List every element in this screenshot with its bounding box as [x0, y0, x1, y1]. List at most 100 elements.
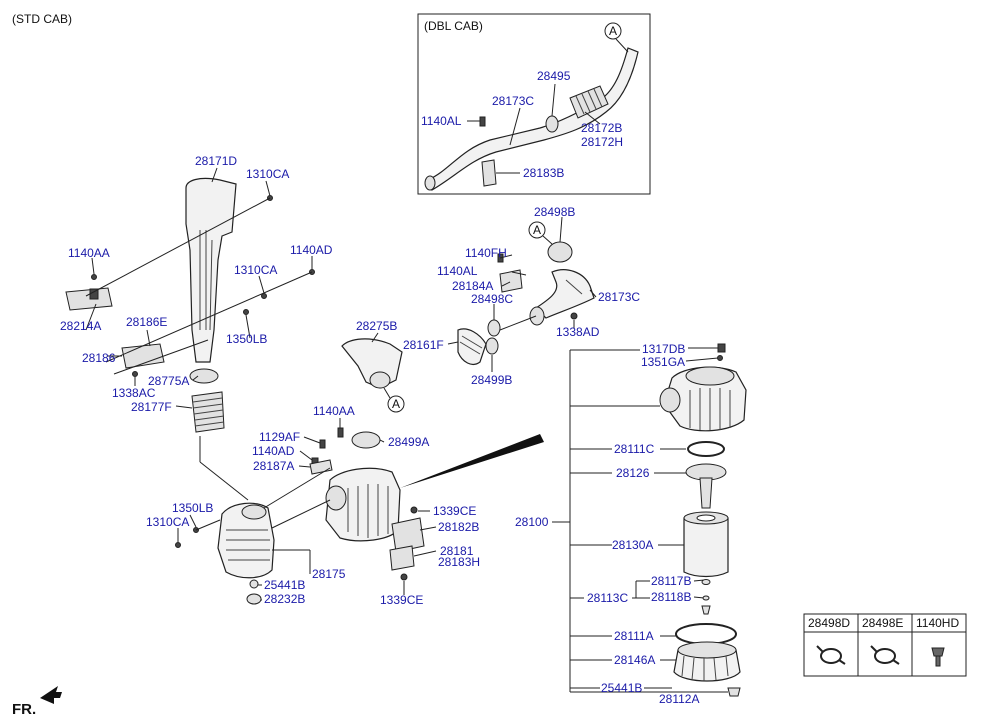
label-1351ga[interactable]: 1351GA	[641, 355, 685, 369]
label-28130a[interactable]: 28130A	[612, 538, 653, 552]
dbl-bracket	[481, 159, 497, 187]
label-28182b[interactable]: 28182B	[438, 520, 479, 534]
label-28172h[interactable]: 28172H	[581, 135, 623, 149]
bolt-1338ad	[570, 312, 578, 320]
ref-a-text-duct: A	[392, 397, 400, 411]
label-28187a[interactable]: 28187A	[253, 459, 294, 473]
label-28112a[interactable]: 28112A	[659, 692, 699, 706]
label-28177f[interactable]: 28177F	[131, 400, 172, 414]
label-1317db[interactable]: 1317DB	[642, 342, 685, 356]
dbl-cab-inset: (DBL CAB) A	[417, 13, 651, 195]
label-28499b[interactable]: 28499B	[471, 373, 512, 387]
hose-clamp-icon	[816, 645, 846, 665]
label-28186[interactable]: 28186	[82, 351, 116, 365]
clamp-28499b	[485, 337, 499, 355]
label-28232b[interactable]: 28232B	[264, 592, 305, 606]
label-1140ad-b[interactable]: 1140AD	[252, 444, 295, 458]
label-1310ca-c[interactable]: 1310CA	[146, 515, 189, 529]
label-28498c[interactable]: 28498C	[471, 292, 513, 306]
legend-header-28498d: 28498D	[808, 616, 850, 630]
gasket-28111c	[687, 441, 725, 457]
bolt-1338ac	[132, 371, 138, 377]
bracket-28181	[389, 545, 415, 571]
hose-28173c	[535, 269, 595, 319]
bolt-1140aa	[91, 274, 97, 280]
drain-valve-28112a	[727, 687, 741, 697]
label-28184a[interactable]: 28184A	[452, 279, 493, 293]
ref-a-text-center: A	[533, 223, 541, 237]
label-25441b-a[interactable]: 25441B	[264, 578, 305, 592]
label-28183b[interactable]: 28183B	[523, 166, 564, 180]
label-1140aa-b[interactable]: 1140AA	[313, 404, 355, 418]
bolt-icon	[931, 647, 945, 667]
air-cleaner-assembly: A	[175, 332, 437, 605]
label-28146a[interactable]: 28146A	[614, 653, 655, 667]
label-28498b[interactable]: 28498B	[534, 205, 575, 219]
bolt-1339ce-b	[400, 573, 408, 581]
ref-a-text-dbl: A	[609, 24, 617, 38]
dbl-cab-frame	[417, 13, 651, 195]
housing-inlet	[325, 485, 347, 511]
dbl-bolt	[479, 116, 486, 127]
label-28181[interactable]: 28181	[440, 544, 474, 558]
label-28275b[interactable]: 28275B	[356, 319, 397, 333]
label-28214a[interactable]: 28214A	[60, 319, 101, 333]
label-1338ad[interactable]: 1338AD	[556, 325, 600, 339]
label-25441b-b[interactable]: 25441B	[601, 681, 642, 695]
label-28111c[interactable]: 28111C	[614, 442, 655, 456]
label-1129af[interactable]: 1129AF	[259, 430, 300, 444]
label-28175[interactable]: 28175	[312, 567, 346, 581]
label-1339ce-b[interactable]: 1339CE	[380, 593, 423, 607]
label-28100[interactable]: 28100	[515, 515, 549, 529]
label-28173c[interactable]: 28173C	[598, 290, 640, 304]
hose-clamp-icon	[870, 645, 900, 665]
label-1338ac[interactable]: 1338AC	[112, 386, 156, 400]
label-1310ca-a[interactable]: 1310CA	[246, 167, 289, 181]
bolt-1310ca-c	[175, 542, 181, 548]
label-28775a[interactable]: 28775A	[148, 374, 189, 388]
label-1140ad-a[interactable]: 1140AD	[290, 243, 333, 257]
label-1140al-dbl[interactable]: 1140AL	[421, 114, 462, 128]
label-1350lb-a[interactable]: 1350LB	[226, 332, 267, 346]
front-arrow-icon	[40, 686, 62, 704]
label-1339ce-a[interactable]: 1339CE	[433, 504, 476, 518]
bracket-28214a	[65, 287, 113, 311]
label-28161f[interactable]: 28161F	[403, 338, 444, 352]
label-28171d[interactable]: 28171D	[195, 154, 237, 168]
filter-core	[696, 514, 716, 522]
dbl-duct-end	[424, 175, 436, 191]
label-28118b[interactable]: 28118B	[651, 590, 691, 604]
cap-25441b	[249, 579, 259, 589]
std-cab-heading: (STD CAB)	[12, 12, 72, 26]
filter-element-28130a	[683, 517, 729, 578]
dbl-intake-duct	[427, 47, 639, 191]
label-28173c-dbl[interactable]: 28173C	[492, 94, 534, 108]
duct-outlet	[369, 371, 391, 389]
label-1310ca-b[interactable]: 1310CA	[234, 263, 277, 277]
label-1140aa-a[interactable]: 1140AA	[68, 246, 110, 260]
bolt-1351ga	[717, 355, 723, 361]
ref-circle-a-duct	[387, 395, 405, 413]
front-label: FR.	[12, 701, 36, 718]
label-1350lb-b[interactable]: 1350LB	[172, 501, 213, 515]
ref-circle-a-dbl	[604, 22, 622, 40]
dbl-bellows	[569, 85, 609, 119]
label-28186e[interactable]: 28186E	[126, 315, 167, 329]
elbow-28161f	[457, 328, 487, 365]
snorkel-assembly	[65, 167, 315, 501]
legend-header-28498e: 28498E	[862, 616, 903, 630]
hose-end	[529, 306, 545, 326]
label-28111a[interactable]: 28111A	[614, 629, 654, 643]
label-28172b[interactable]: 28172B	[581, 121, 622, 135]
label-28113c[interactable]: 28113C	[587, 591, 628, 605]
label-28117b[interactable]: 28117B	[651, 574, 691, 588]
label-1140al[interactable]: 1140AL	[437, 264, 478, 278]
label-1140fh[interactable]: 1140FH	[465, 246, 507, 260]
label-28126[interactable]: 28126	[616, 466, 650, 480]
label-28183h[interactable]: 28183H	[438, 555, 480, 569]
bracket-28182b	[391, 517, 425, 553]
label-28499a[interactable]: 28499A	[388, 435, 429, 449]
intake-hose-assembly: A	[447, 216, 597, 372]
label-28495[interactable]: 28495	[537, 69, 571, 83]
